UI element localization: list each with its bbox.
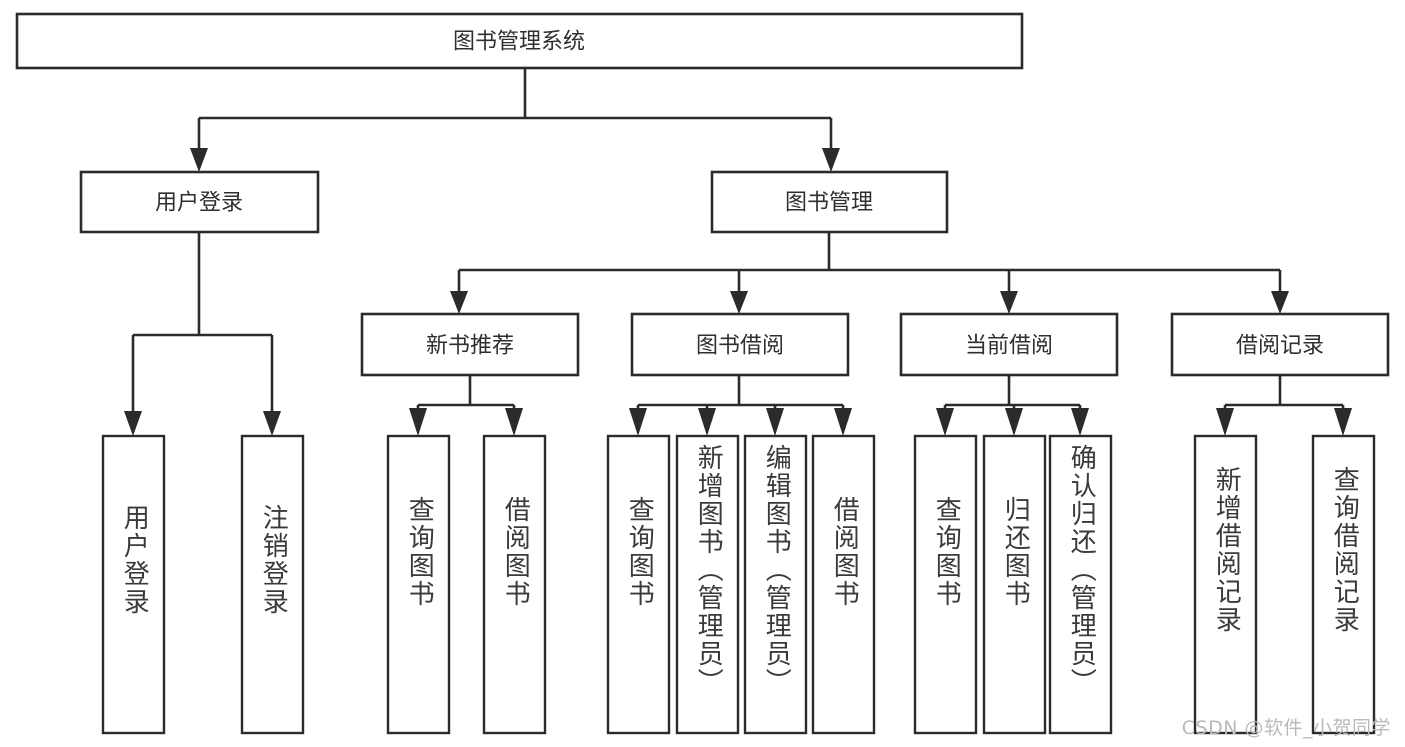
connector-booksmanage-to-level2 [450,232,1289,314]
node-user-login-label: 用户登录 [155,191,243,216]
node-leaf-borrow-book-1-box[interactable] [482,434,547,735]
node-book-borrow-label: 图书借阅 [696,334,784,359]
arrow-head-icon [1216,408,1234,436]
arrow-head-icon [1271,291,1289,314]
arrow-head-icon [936,408,954,436]
connector-bookborrow-to-leaves [629,375,852,436]
node-current-borrow-box[interactable] [899,312,1119,377]
node-borrow-record[interactable]: 借阅记录 [1170,312,1390,377]
connector-newbook-to-leaves [409,375,523,436]
node-leaf-add-record-box[interactable] [1193,434,1258,735]
node-leaf-logout-box[interactable] [240,434,305,735]
arrow-head-icon [124,411,142,436]
arrow-head-icon [629,408,647,436]
node-root[interactable]: 图书管理系统 [15,12,1024,70]
watermark-text: CSDN @软件_小贺同学 [1181,717,1391,739]
node-leaf-add-book-box[interactable] [675,434,740,735]
arrow-head-icon [450,291,468,314]
arrow-head-icon [1071,408,1089,436]
arrow-head-icon [834,408,852,436]
connector-userlogin-to-leaves [124,232,281,436]
node-user-login[interactable]: 用户登录 [79,170,320,234]
arrow-head-icon [822,148,840,172]
node-leaf-return-book-box[interactable] [982,434,1047,735]
arrow-head-icon [1000,291,1018,314]
node-leaf-query-book-1-box[interactable] [386,434,451,735]
node-leaf-edit-book-box[interactable] [743,434,808,735]
node-leaf-user-login-box[interactable] [101,434,166,735]
node-leaf-query-book-3-box[interactable] [913,434,978,735]
connector-currentborrow-to-leaves [936,375,1089,436]
node-book-borrow[interactable]: 图书借阅 [630,312,850,377]
node-root-label: 图书管理系统 [453,30,585,55]
arrow-head-icon [409,408,427,436]
arrow-head-icon [766,408,784,436]
connector-borrowrecord-to-leaves [1216,375,1352,436]
node-current-borrow-label: 当前借阅 [965,334,1053,359]
node-book-borrow-box[interactable] [630,312,850,377]
arrow-head-icon [263,411,281,436]
node-book-manage-label: 图书管理 [785,191,873,216]
arrow-head-icon [505,408,523,436]
node-book-manage-box[interactable] [710,170,949,234]
node-leaf-confirm-return-box[interactable] [1048,434,1113,735]
node-new-book-recommend[interactable]: 新书推荐 [360,312,580,377]
node-current-borrow[interactable]: 当前借阅 [899,312,1119,377]
node-leaf-query-book-2-box[interactable] [606,434,671,735]
arrow-head-icon [698,408,716,436]
node-new-book-recommend-box[interactable] [360,312,580,377]
node-borrow-record-box[interactable] [1170,312,1390,377]
arrow-head-icon [1334,408,1352,436]
arrow-head-icon [1005,408,1023,436]
node-leaf-query-record-box[interactable] [1311,434,1376,735]
node-new-book-recommend-label: 新书推荐 [426,334,514,359]
node-borrow-record-label: 借阅记录 [1236,334,1324,359]
node-root-box[interactable] [15,12,1024,70]
arrow-head-icon [730,291,748,314]
node-leaf-borrow-book-2-box[interactable] [811,434,876,735]
arrow-head-icon [190,148,208,172]
node-user-login-box[interactable] [79,170,320,234]
connector-root-to-level1 [190,68,840,172]
node-book-manage[interactable]: 图书管理 [710,170,949,234]
